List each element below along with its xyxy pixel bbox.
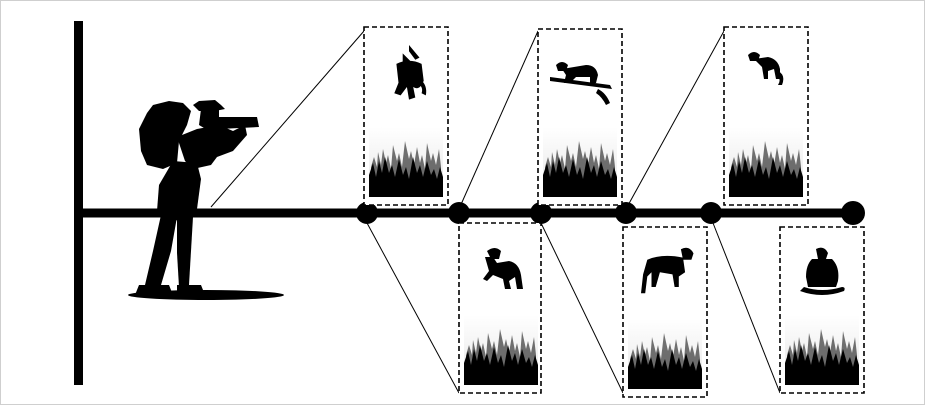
connector-line [541, 223, 623, 393]
observation-panel [538, 29, 622, 205]
vertical-post [74, 21, 83, 385]
connector-line [713, 223, 780, 393]
connector-line [626, 31, 724, 209]
timeline-node [448, 202, 470, 224]
observation-panel [724, 27, 808, 205]
forest-silhouette-icon [729, 127, 803, 197]
connector-line [367, 223, 459, 393]
timeline-end-marker [841, 201, 865, 225]
timeline-node [700, 202, 722, 224]
forest-silhouette-icon [464, 315, 538, 385]
timeline-node [356, 202, 378, 224]
observation-panel [623, 227, 707, 397]
observation-panel [364, 27, 448, 205]
timeline-node [615, 202, 637, 224]
connector-line [459, 31, 538, 209]
forest-silhouette-icon [785, 315, 859, 385]
photographer-with-binoculars-icon [128, 100, 284, 300]
forest-silhouette-icon [543, 127, 617, 197]
observation-panel [459, 223, 541, 393]
observation-panel [780, 227, 864, 393]
forest-silhouette-icon [369, 127, 443, 197]
forest-silhouette-icon [628, 319, 702, 389]
